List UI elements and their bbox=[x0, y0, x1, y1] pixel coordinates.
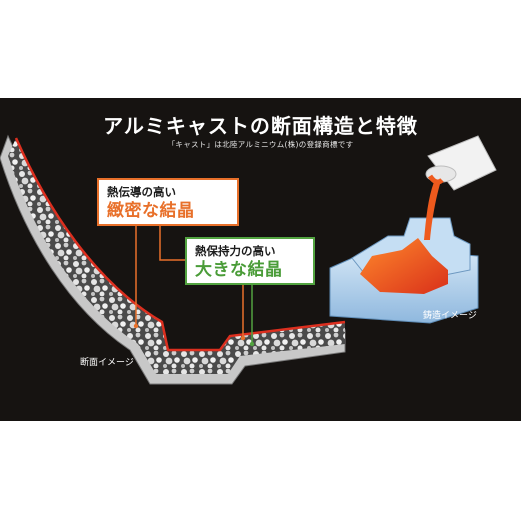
molten-cavity bbox=[360, 238, 448, 294]
leader-dot-large bbox=[249, 341, 255, 347]
illustration-layer bbox=[0, 134, 497, 385]
crucible-pour bbox=[427, 174, 444, 185]
callout-fine-subtitle: 熱伝導の高い bbox=[107, 185, 176, 199]
leader-dot-fine-right bbox=[240, 335, 246, 341]
casting-illustration bbox=[329, 135, 497, 324]
callout-large-subtitle: 熱保持力の高い bbox=[195, 244, 276, 258]
pan-inner-surface-line bbox=[14, 137, 346, 352]
cross-section-illustration bbox=[0, 134, 346, 385]
callout-fine-crystal: 熱伝導の高い 緻密な結晶 bbox=[97, 178, 239, 226]
page-title: アルミキャストの断面構造と特徴 bbox=[103, 114, 418, 138]
trademark-note: 「キャスト」は北陸アルミニウム(株)の登録商標です bbox=[167, 140, 354, 149]
molten-stream bbox=[424, 182, 440, 240]
leader-dot-fine-left bbox=[133, 323, 139, 329]
pan-wall-crystal-core bbox=[8, 138, 345, 374]
callout-large-crystal: 熱保持力の高い 大きな結晶 bbox=[185, 237, 315, 285]
callout-fine-heading: 緻密な結晶 bbox=[107, 201, 195, 221]
callout-large-heading: 大きな結晶 bbox=[195, 260, 283, 280]
casting-label: 鋳造イメージ bbox=[423, 311, 477, 321]
infographic-panel: アルミキャストの断面構造と特徴 「キャスト」は北陸アルミニウム(株)の登録商標で… bbox=[0, 98, 521, 421]
cross-section-label: 断面イメージ bbox=[80, 358, 134, 368]
